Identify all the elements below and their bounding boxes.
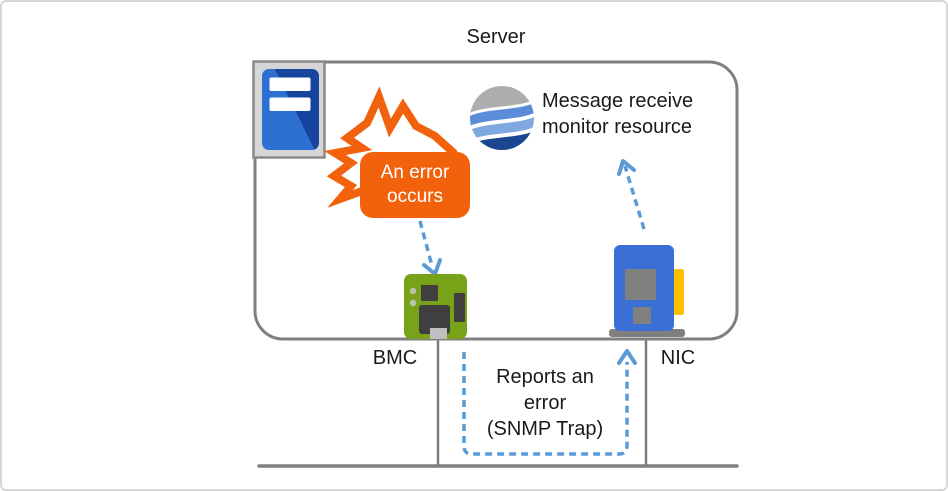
snmp-report-line2: error bbox=[523, 392, 567, 414]
snmp-report-line1: Reports an bbox=[496, 366, 594, 388]
arrowhead-up-icon bbox=[617, 159, 636, 176]
server-title: Server bbox=[466, 26, 526, 48]
bmc-label: BMC bbox=[372, 347, 418, 369]
monitor-resource-label-line1: Message receive bbox=[542, 90, 694, 112]
arrow-snmp-trap-path bbox=[462, 349, 637, 456]
error-callout-bubble bbox=[360, 152, 470, 218]
error-callout-text: An error occurs bbox=[360, 152, 470, 218]
bmc-chip-icon bbox=[404, 274, 467, 339]
nic-label: NIC bbox=[660, 347, 696, 369]
explosion-burst-icon bbox=[324, 86, 458, 213]
monitor-resource-label: Message receive monitor resource bbox=[542, 88, 693, 140]
arrowhead-up-icon bbox=[617, 349, 637, 365]
arrow-nic-to-monitor bbox=[617, 159, 646, 230]
network-lines bbox=[257, 339, 739, 468]
server-tower-icon bbox=[252, 60, 326, 159]
snmp-report-label: Reports an error (SNMP Trap) bbox=[460, 364, 630, 442]
error-callout-line2: occurs bbox=[387, 186, 443, 207]
monitor-resource-label-line2: monitor resource bbox=[542, 116, 693, 138]
error-callout-line1: An error bbox=[380, 162, 450, 183]
snmp-report-line3: (SNMP Trap) bbox=[486, 418, 604, 440]
nic-card-icon bbox=[609, 245, 685, 337]
